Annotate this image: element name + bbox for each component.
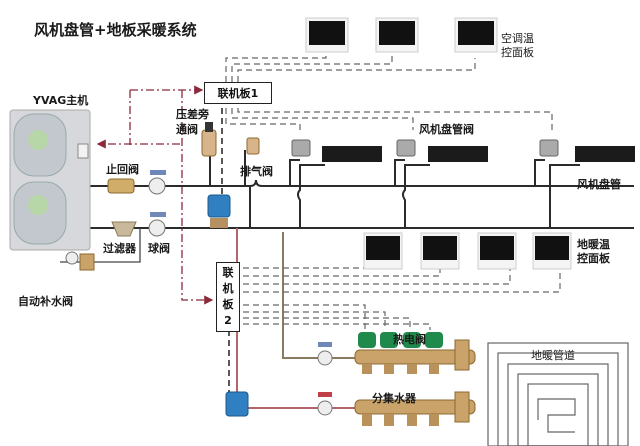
main-pipes bbox=[88, 150, 634, 229]
board2-char: 板 bbox=[222, 298, 234, 311]
bypass-valve bbox=[201, 122, 217, 157]
control-lines bbox=[96, 85, 214, 305]
exhaust-valve bbox=[246, 137, 260, 155]
board2-char: 2 bbox=[224, 314, 232, 327]
motor-valve-upper bbox=[207, 194, 231, 228]
yvag-host-unit bbox=[9, 109, 91, 251]
check-valve bbox=[107, 178, 135, 194]
ac-panel-label-2: 控面板 bbox=[501, 46, 534, 59]
board2-char: 机 bbox=[222, 282, 234, 295]
linkage-board-1: 联机板1 bbox=[204, 82, 272, 104]
bypass-valve-label-1: 压差旁 bbox=[176, 108, 209, 121]
fcu-units bbox=[291, 139, 635, 162]
floor-thermostat-panels bbox=[363, 232, 572, 270]
manifold-label: 分集水器 bbox=[372, 392, 416, 405]
ball-valve-label: 球阀 bbox=[148, 242, 170, 255]
floor-pipe-label: 地暖管道 bbox=[531, 349, 575, 362]
exhaust-valve-label: 排气阀 bbox=[240, 165, 273, 178]
thermo-valve-label: 热电阀 bbox=[393, 333, 426, 346]
ball-valve-upper bbox=[148, 170, 166, 195]
diagram-title: 风机盘管+地板采暖系统 bbox=[34, 21, 197, 39]
host-label: YVAG主机 bbox=[33, 94, 89, 107]
ac-signal-lines bbox=[225, 48, 553, 132]
bypass-valve-label-2: 通阀 bbox=[176, 123, 198, 136]
linkage-board-2: 联 机 板 2 bbox=[216, 262, 240, 332]
ball-valve-lower bbox=[148, 212, 166, 237]
check-valve-label: 止回阀 bbox=[106, 163, 139, 176]
manifold bbox=[317, 332, 476, 426]
filter bbox=[111, 221, 137, 237]
auto-fill-valve-label: 自动补水阀 bbox=[18, 295, 73, 308]
floor-panel-label-1: 地暖温 bbox=[577, 238, 610, 251]
motor-valve-lower bbox=[225, 391, 249, 417]
ac-thermostat-panels bbox=[305, 17, 498, 53]
filter-label: 过滤器 bbox=[103, 242, 136, 255]
ac-panel-label-1: 空调温 bbox=[501, 32, 534, 45]
floor-signal-lines bbox=[243, 262, 561, 330]
fcu-label: 风机盘管 bbox=[577, 178, 621, 191]
floor-panel-label-2: 控面板 bbox=[577, 252, 610, 265]
auto-fill-valve bbox=[65, 251, 95, 271]
floor-heating-coil bbox=[487, 342, 629, 446]
fcu-valve-label: 风机盘管阀 bbox=[419, 123, 474, 136]
board2-char: 联 bbox=[222, 266, 234, 279]
